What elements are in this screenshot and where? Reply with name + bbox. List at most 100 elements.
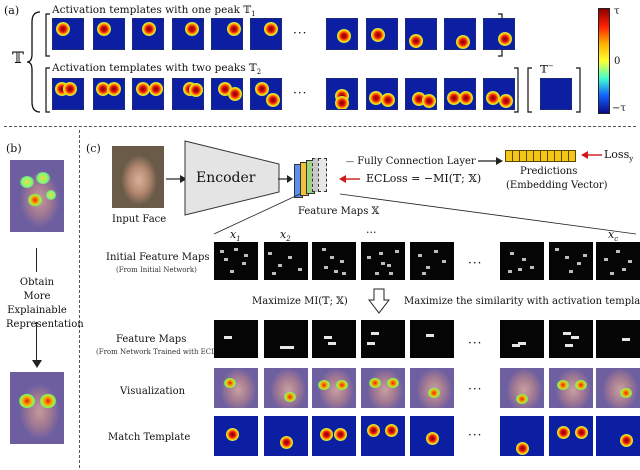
one-peak-template bbox=[132, 18, 164, 50]
activation-spot bbox=[367, 342, 375, 345]
matched-template bbox=[549, 416, 593, 456]
negative-bracket bbox=[527, 67, 581, 113]
one-peak-template bbox=[405, 18, 437, 50]
loss-label: Lossy bbox=[604, 148, 634, 164]
activation-peak bbox=[498, 32, 512, 46]
prediction-vector bbox=[505, 150, 576, 162]
visualization-face bbox=[549, 368, 593, 408]
two-peak-label: Activation templates with two peaks 𝕋2 bbox=[52, 62, 262, 77]
activation-spot bbox=[508, 270, 512, 273]
activation-spot bbox=[230, 270, 234, 273]
template-set-symbol: 𝕋 bbox=[12, 48, 24, 67]
down-arrow-hollow bbox=[368, 288, 390, 314]
panel-c-tag: (c) bbox=[86, 142, 101, 155]
row3-title: Visualization bbox=[120, 386, 186, 397]
expansion-lines bbox=[213, 193, 637, 235]
one-peak-template bbox=[93, 18, 125, 50]
activation-peak bbox=[280, 436, 293, 449]
maximize-mi-label: Maximize MI(𝕋; 𝕏) bbox=[252, 296, 348, 307]
matched-template bbox=[312, 416, 356, 456]
negative-template-label: 𝕋− bbox=[540, 62, 554, 76]
activation-spot bbox=[288, 256, 292, 259]
activation-spot bbox=[244, 254, 248, 257]
activation-spot bbox=[426, 266, 430, 269]
activation-spot bbox=[604, 258, 608, 261]
arrow-to-encoder bbox=[166, 175, 187, 183]
activation-peak bbox=[255, 82, 269, 96]
heatmap-spot bbox=[369, 378, 381, 388]
two-peak-template bbox=[366, 78, 398, 110]
visualization-face bbox=[361, 368, 405, 408]
template-brace bbox=[26, 11, 41, 113]
activation-spot bbox=[379, 252, 383, 255]
activation-spot bbox=[328, 342, 336, 345]
activation-peak bbox=[320, 428, 333, 441]
heatmap-spot bbox=[387, 378, 399, 388]
activation-peak bbox=[97, 22, 111, 36]
activation-peak bbox=[459, 91, 473, 105]
activation-peak bbox=[96, 82, 110, 96]
activation-spot bbox=[371, 332, 379, 335]
two-peak-bracket bbox=[45, 67, 519, 113]
maximize-similarity-label: Maximize the similarity with activation … bbox=[404, 296, 640, 307]
input-face-label: Input Face bbox=[112, 214, 167, 225]
row3-ellipsis: ··· bbox=[468, 382, 483, 396]
activation-spot bbox=[324, 336, 332, 339]
one-peak-template bbox=[326, 18, 358, 50]
activation-spot bbox=[367, 256, 371, 259]
trained-feature-map bbox=[500, 320, 544, 358]
activation-peak bbox=[266, 93, 280, 107]
activation-spot bbox=[422, 272, 426, 275]
one-peak-template bbox=[444, 18, 476, 50]
activation-spot bbox=[242, 262, 246, 265]
column-label-ellipsis: ··· bbox=[366, 226, 377, 239]
activation-peak bbox=[620, 434, 633, 447]
heatmap-spot bbox=[575, 380, 587, 390]
activation-peak bbox=[228, 87, 242, 101]
activation-spot bbox=[381, 262, 385, 265]
row2-title: Feature Maps bbox=[116, 334, 187, 345]
activation-peak bbox=[409, 34, 423, 48]
activation-peak bbox=[486, 91, 500, 105]
activation-spot bbox=[418, 254, 422, 257]
trained-feature-map bbox=[361, 320, 405, 358]
activation-peak bbox=[385, 424, 398, 437]
arrow-b-shaft-top bbox=[36, 248, 37, 272]
activation-spot bbox=[389, 272, 393, 275]
heatmap-spot bbox=[336, 380, 348, 390]
heatmap-spot bbox=[557, 380, 569, 390]
activation-spot bbox=[342, 272, 346, 275]
two-peak-template bbox=[250, 78, 282, 110]
trained-feature-map bbox=[549, 320, 593, 358]
colorbar-bottom-label: −τ bbox=[612, 103, 626, 114]
activation-spot bbox=[565, 344, 573, 347]
activation-peak bbox=[381, 93, 395, 107]
one-peak-template bbox=[172, 18, 204, 50]
visualization-face bbox=[214, 368, 258, 408]
matched-template bbox=[596, 416, 640, 456]
activation-spot bbox=[628, 260, 632, 263]
activation-spot bbox=[322, 248, 326, 251]
activation-peak bbox=[422, 94, 436, 108]
heatmap-spot bbox=[620, 388, 632, 398]
one-peak-template bbox=[366, 18, 398, 50]
activation-peak bbox=[189, 83, 203, 97]
heatmap-spot bbox=[318, 380, 330, 390]
activation-spot bbox=[268, 252, 272, 255]
trained-feature-map bbox=[596, 320, 640, 358]
matched-template bbox=[410, 416, 454, 456]
activation-peak bbox=[367, 424, 380, 437]
loss-arrow bbox=[581, 151, 602, 159]
activation-spot bbox=[616, 250, 620, 253]
column-label-xc: xc bbox=[608, 228, 619, 244]
activation-peak bbox=[63, 82, 77, 96]
predictions-label: Predictions bbox=[520, 166, 578, 177]
activation-spot bbox=[426, 334, 434, 337]
matched-template bbox=[264, 416, 308, 456]
activation-spot bbox=[622, 268, 626, 271]
activation-peak bbox=[456, 35, 470, 49]
activation-spot bbox=[610, 272, 614, 275]
initial-feature-map bbox=[264, 242, 308, 280]
visualization-face bbox=[312, 368, 356, 408]
